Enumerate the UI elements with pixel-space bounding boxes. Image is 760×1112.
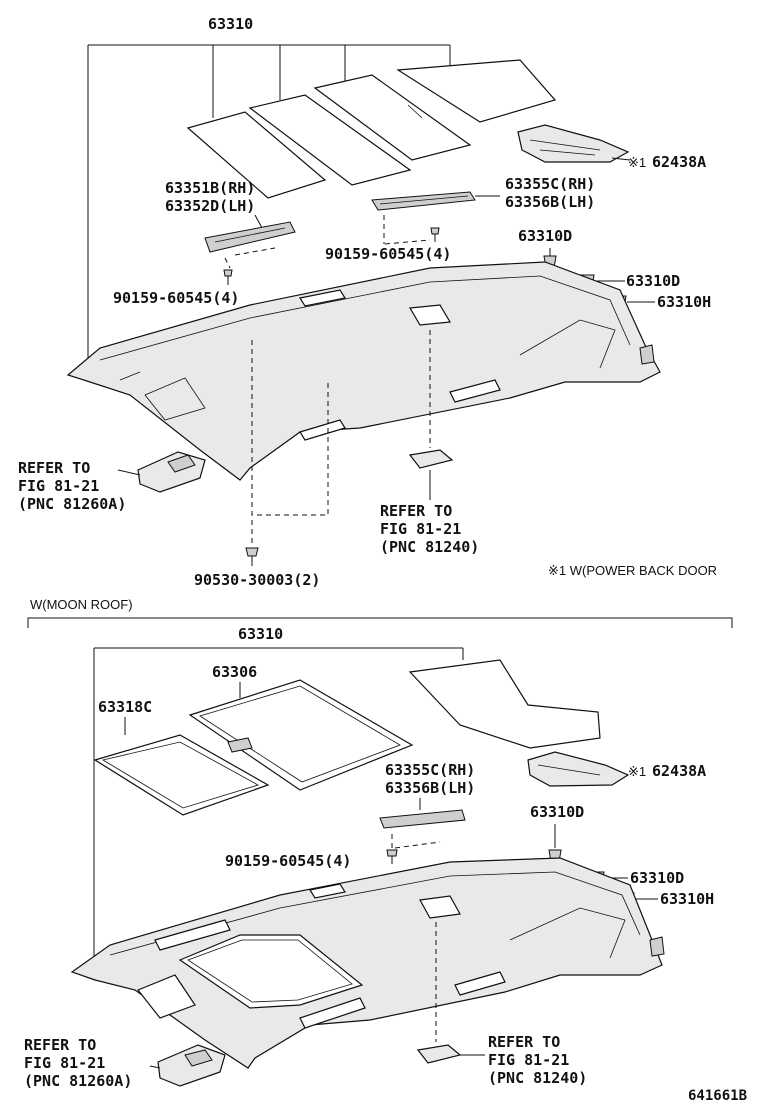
upper-holder-rh-label: 63355C(RH) bbox=[505, 175, 595, 193]
upper-visor-leader bbox=[254, 214, 263, 229]
upper-headliner bbox=[66, 261, 661, 481]
lower-section: W(MOON ROOF) 63310 63306 63318C ※1 6243 bbox=[24, 597, 733, 1090]
upper-holder-lh-label: 63356B(LH) bbox=[505, 193, 595, 211]
upper-ref-center-line1: REFER TO bbox=[380, 502, 452, 520]
upper-clip-d2-label: 63310D bbox=[626, 272, 680, 290]
upper-holder-dash bbox=[383, 215, 431, 245]
lower-clip-h-label: 63310H bbox=[660, 890, 714, 908]
upper-left-lamp bbox=[137, 451, 206, 493]
lower-holder-dash bbox=[391, 834, 441, 849]
upper-center-lamp bbox=[408, 449, 454, 469]
upper-main-bracket bbox=[87, 44, 451, 365]
upper-section: 63310 ※1 62438A 63351B(RH) 63352D(LH) bbox=[18, 15, 711, 589]
upper-visor-holder-left bbox=[204, 221, 296, 253]
lower-screw-label: 90159-60545(4) bbox=[225, 852, 351, 870]
lower-weatherstrip-part bbox=[93, 734, 270, 816]
lower-center-lamp bbox=[416, 1044, 462, 1064]
lower-clip-d2-label: 63310D bbox=[630, 869, 684, 887]
lower-pad-part bbox=[527, 751, 630, 787]
lower-screw-icon bbox=[386, 849, 398, 864]
upper-ref-left-line1: REFER TO bbox=[18, 459, 90, 477]
upper-pad-part bbox=[517, 124, 630, 163]
lower-sunshade-part bbox=[188, 679, 414, 791]
lower-section-bracket bbox=[27, 617, 733, 628]
lower-ref-left-leader bbox=[149, 1065, 161, 1069]
upper-headliner-panels bbox=[186, 59, 557, 199]
upper-ref-left-line3: (PNC 81260A) bbox=[18, 495, 126, 513]
upper-pad-mark: ※1 bbox=[628, 155, 646, 170]
lower-holder-rh-label: 63355C(RH) bbox=[385, 761, 475, 779]
lower-ref-left-line1: REFER TO bbox=[24, 1036, 96, 1054]
lower-clip-d1-label: 63310D bbox=[530, 803, 584, 821]
lower-ref-center-line3: (PNC 81240) bbox=[488, 1069, 587, 1087]
lower-pad-mark: ※1 bbox=[628, 764, 646, 779]
upper-visor-lh-label: 63352D(LH) bbox=[165, 197, 255, 215]
upper-ref-center-line3: (PNC 81240) bbox=[380, 538, 479, 556]
lower-sunshade-label: 63306 bbox=[212, 663, 257, 681]
upper-ref-left-line2: FIG 81-21 bbox=[18, 477, 99, 495]
lower-weatherstrip-label: 63318C bbox=[98, 698, 152, 716]
upper-visor-rh-label: 63351B(RH) bbox=[165, 179, 255, 197]
upper-ref-center-line2: FIG 81-21 bbox=[380, 520, 461, 538]
upper-clip-dash bbox=[251, 340, 329, 516]
footnote-power-back-door: ※1 W(POWER BACK DOOR bbox=[548, 563, 717, 578]
upper-bottom-clip-label: 90530-30003(2) bbox=[194, 571, 320, 589]
upper-main-part-label: 63310 bbox=[208, 15, 253, 33]
lower-headliner bbox=[70, 857, 665, 1069]
upper-pad-label: 62438A bbox=[652, 153, 706, 171]
upper-holder-right bbox=[371, 191, 476, 211]
lower-ref-center-line1: REFER TO bbox=[488, 1033, 560, 1051]
upper-clip-d1-label: 63310D bbox=[518, 227, 572, 245]
lower-main-bracket bbox=[93, 647, 464, 962]
lower-holder-part bbox=[379, 809, 466, 829]
upper-screw-left-label: 90159-60545(4) bbox=[113, 289, 239, 307]
lower-section-label: W(MOON ROOF) bbox=[30, 597, 133, 612]
lower-ref-left-line2: FIG 81-21 bbox=[24, 1054, 105, 1072]
drawing-id: 641661B bbox=[688, 1088, 747, 1104]
lower-main-part-label: 63310 bbox=[238, 625, 283, 643]
lower-ref-center-line2: FIG 81-21 bbox=[488, 1051, 569, 1069]
upper-pad-leader bbox=[611, 157, 631, 161]
upper-screw-right-label: 90159-60545(4) bbox=[325, 245, 451, 263]
upper-clip-h-label: 63310H bbox=[657, 293, 711, 311]
lower-ref-left-line3: (PNC 81260A) bbox=[24, 1072, 132, 1090]
lower-holder-lh-label: 63356B(LH) bbox=[385, 779, 475, 797]
upper-visor-dash bbox=[224, 247, 276, 269]
upper-ref-left-leader bbox=[117, 469, 141, 476]
upper-screw-left-icon bbox=[223, 269, 233, 285]
lower-left-lamp bbox=[157, 1044, 226, 1087]
upper-screw-right-icon bbox=[430, 227, 440, 242]
lower-rear-panel bbox=[408, 659, 601, 749]
upper-bottom-clip-icon bbox=[245, 547, 259, 557]
lower-pad-label: 62438A bbox=[652, 762, 706, 780]
